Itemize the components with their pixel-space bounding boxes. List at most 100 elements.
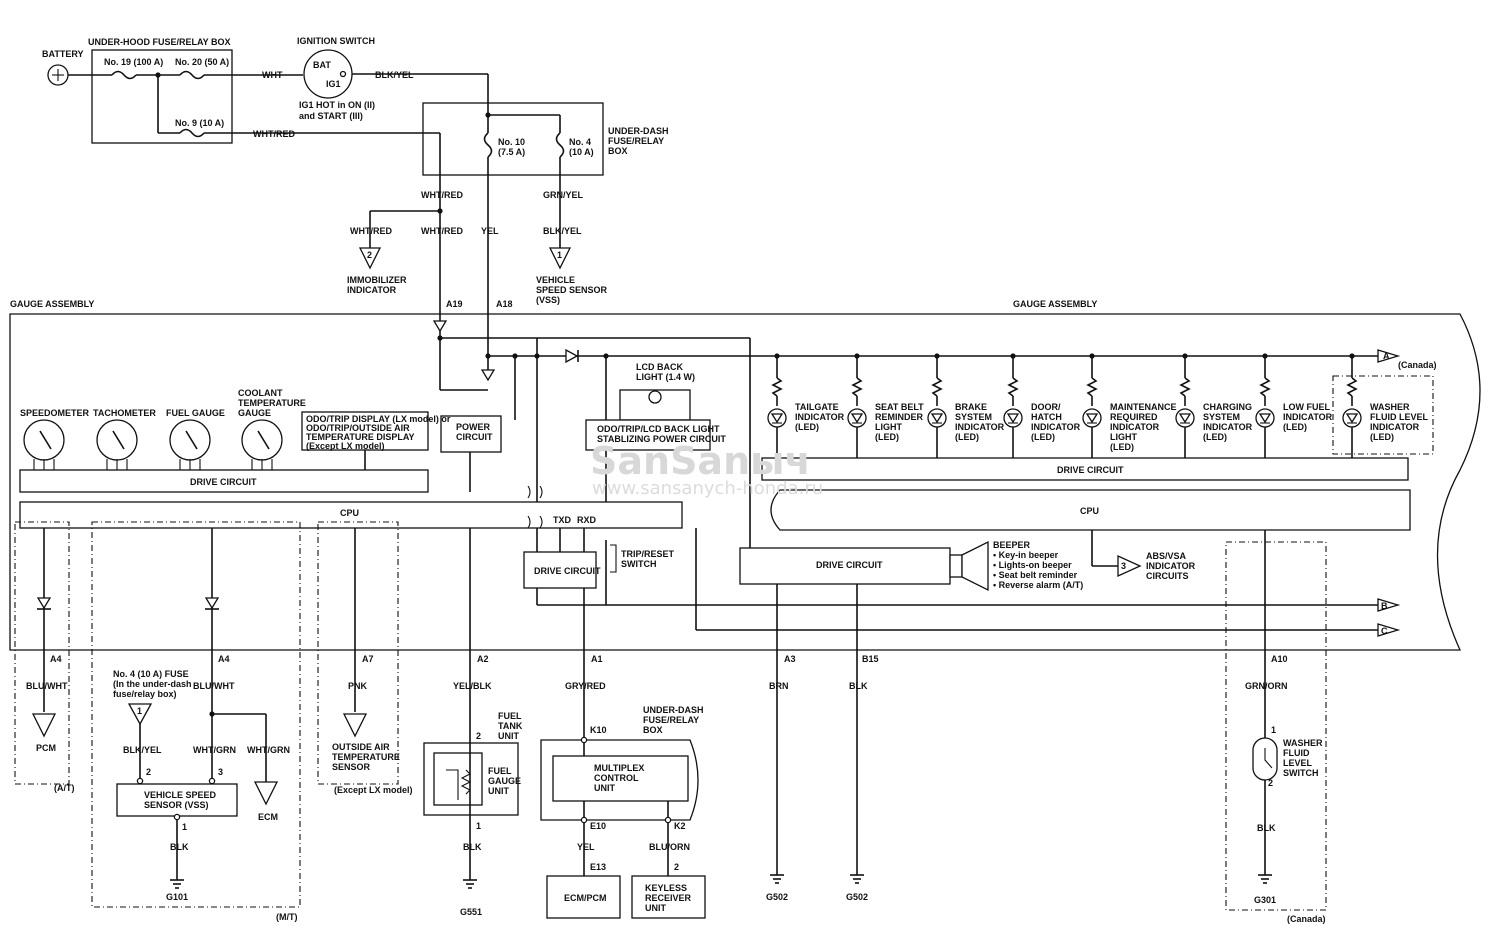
brake-system-resistor	[931, 377, 943, 397]
under-dash-label-2: FUSE/RELAY	[608, 136, 664, 146]
ground-icon	[850, 874, 864, 884]
pin-a19: A19	[446, 299, 463, 309]
bus-diode	[565, 348, 579, 364]
maintenance-resistor	[1086, 377, 1098, 397]
pin-a3: A3	[784, 654, 796, 664]
door-hatch-label: DOOR/	[1031, 402, 1061, 412]
pin-k2: K2	[674, 821, 686, 831]
washer-label-3: LEVEL	[1283, 758, 1313, 768]
ecm-connector	[253, 781, 279, 806]
pin-a1: A1	[591, 654, 603, 664]
watermark-url: www.sansanych-honda.ru	[592, 478, 823, 499]
ignition-switch-label: IGNITION SWITCH	[297, 36, 375, 46]
washer-fluid-resistor	[1346, 377, 1358, 397]
ground-icon	[463, 879, 477, 889]
coolant-temperature-gauge-label: TEMPERATURE	[238, 398, 306, 408]
stabilizing-label-2: STABLIZING POWER CIRCUIT	[597, 434, 726, 444]
odo-display-label-3: TEMPERATURE DISPLAY	[306, 432, 415, 442]
wire-blk-yel-label: BLK/YEL	[375, 70, 414, 80]
ecm-pcm-box	[546, 875, 621, 919]
pin-a18-arrow	[480, 369, 496, 382]
pin-b15: B15	[862, 654, 879, 664]
beeper-item-3: • Seat belt reminder	[993, 570, 1078, 580]
odo-display-label-1: ODO/TRIP DISPLAY (LX model) or	[306, 414, 451, 424]
fuel-gauge-label: FUEL GAUGE	[166, 408, 225, 418]
fuse-20-label: No. 20 (50 A)	[175, 57, 229, 67]
pcm-label: PCM	[36, 743, 56, 753]
ignition-note-1: IG1 HOT in ON (II)	[299, 100, 375, 110]
connector-b-label: B	[1381, 601, 1388, 611]
bus-break-marks	[527, 485, 543, 529]
drive-circuit-beeper	[739, 547, 951, 585]
vss-box-label-2: SENSOR (VSS)	[144, 800, 209, 810]
wire-wht-red-3: WHT/RED	[350, 226, 392, 236]
connector-1-label: 1	[557, 250, 562, 260]
wire-wht-red-label: WHT/RED	[253, 129, 295, 139]
speedometer-label: SPEEDOMETER	[20, 408, 90, 418]
wire-brn: BRN	[769, 681, 789, 691]
fuel-gauge: FUEL GAUGE	[166, 408, 225, 470]
wire-blk-4: BLK	[1257, 823, 1276, 833]
vss-pin-1: 1	[182, 822, 187, 832]
tailgate-label: INDICATOR	[795, 412, 845, 422]
tailgate-label: TAILGATE	[795, 402, 839, 412]
watermark-title: SanSanыч	[590, 439, 811, 483]
at-label: (A/T)	[54, 783, 75, 793]
pin-a4-left: A4	[50, 654, 62, 664]
fuse4-note-3: fuse/relay box)	[113, 689, 177, 699]
gauge-assembly-label-right: GAUGE ASSEMBLY	[1013, 299, 1097, 309]
gauge-assembly-label-left: GAUGE ASSEMBLY	[10, 299, 94, 309]
pin-a7: A7	[362, 654, 374, 664]
trip-reset-label-2: SWITCH	[621, 559, 657, 569]
pin-k10: K10	[590, 725, 607, 735]
drive-circuit-beeper-label: DRIVE CIRCUIT	[816, 560, 883, 570]
ground-g551-label: G551	[460, 907, 482, 917]
connector-b-arrow	[1377, 598, 1401, 612]
trip-reset-label-1: TRIP/RESET	[621, 549, 675, 559]
connector-a-arrow	[1377, 349, 1401, 363]
seat-belt-label: (LED)	[875, 432, 899, 442]
low-fuel-label: INDICATOR	[1283, 412, 1333, 422]
wire-blk-1: BLK	[170, 842, 189, 852]
drive-circuit-left	[19, 469, 429, 493]
maintenance-label: REQUIRED	[1110, 412, 1158, 422]
coolant-temperature-gauge-label: COOLANT	[238, 388, 283, 398]
pin-e13: E13	[590, 862, 606, 872]
wire-blk-2: BLK	[463, 842, 482, 852]
pcm-diode	[36, 597, 52, 610]
under-dash-fuse-box	[422, 102, 604, 176]
ground-icon	[170, 879, 184, 889]
speedometer-icon	[23, 419, 65, 461]
vss-label-3: (VSS)	[536, 295, 560, 305]
ignition-ig1-label: IG1	[326, 79, 341, 89]
fuse-4-symbol	[555, 132, 565, 158]
ground-g301-label: G301	[1254, 895, 1276, 905]
vss-pin-2: 2	[146, 767, 151, 777]
cpu-right	[770, 489, 1411, 531]
seat-belt-label: SEAT BELT	[875, 402, 924, 412]
wire-grn-yel: GRN/YEL	[543, 190, 584, 200]
wire-blk-yel-bottom: BLK/YEL	[123, 745, 162, 755]
washer-pin-1: 1	[1271, 725, 1276, 735]
fuse-10-rating: (7.5 A)	[498, 147, 525, 157]
ground-g502-a-label: G502	[766, 892, 788, 902]
wire-pnk: PNK	[348, 681, 368, 691]
tachometer-label: TACHOMETER	[93, 408, 156, 418]
under-dash-label-3: BOX	[608, 146, 628, 156]
wire-blu-wht-right: BLU/WHT	[193, 681, 235, 691]
mcu-label-3: UNIT	[594, 783, 615, 793]
keyless-label-3: UNIT	[645, 903, 666, 913]
maintenance-label: LIGHT	[1110, 432, 1137, 442]
washer-fluid-label: (LED)	[1370, 432, 1394, 442]
ecm-label: ECM	[258, 812, 278, 822]
ground-group	[170, 874, 1272, 889]
connector-3-abs	[1117, 554, 1142, 578]
